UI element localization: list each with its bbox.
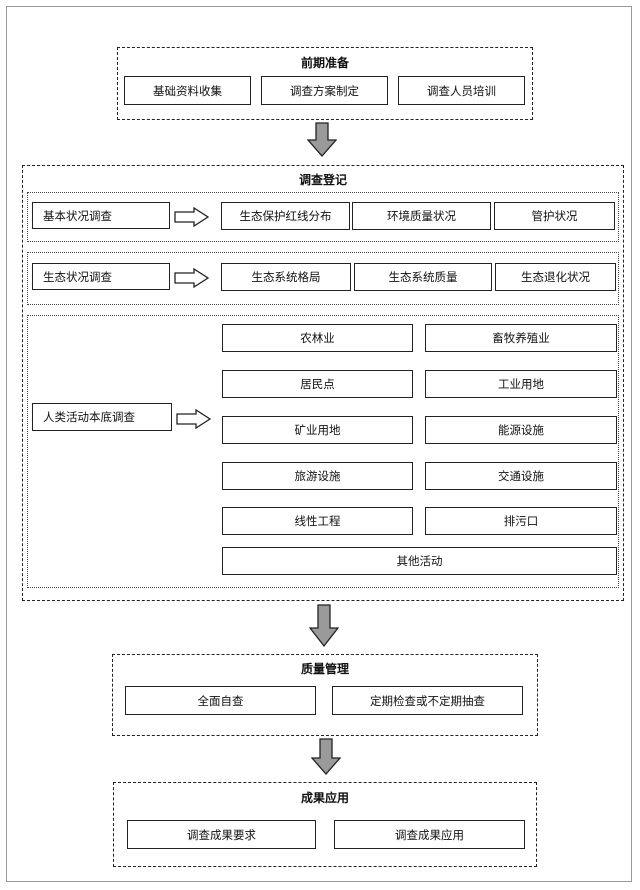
human-label: 人类活动本底调查 bbox=[32, 403, 172, 431]
human-item: 能源设施 bbox=[425, 416, 617, 444]
basic-item-2: 环境质量状况 bbox=[352, 202, 491, 230]
flow-arrow-down bbox=[307, 122, 337, 157]
eco-item-1: 生态系统格局 bbox=[221, 263, 351, 291]
human-item: 线性工程 bbox=[222, 507, 413, 535]
human-item: 旅游设施 bbox=[222, 462, 413, 490]
flow-arrow-right bbox=[174, 207, 210, 227]
stage-quality-title: 质量管理 bbox=[300, 662, 349, 676]
page-frame bbox=[6, 6, 632, 882]
basic-label: 基本状况调查 bbox=[32, 202, 170, 229]
basic-group bbox=[27, 192, 619, 242]
human-item: 排污口 bbox=[425, 507, 617, 535]
eco-group bbox=[27, 252, 619, 305]
eco-item-3: 生态退化状况 bbox=[495, 263, 616, 291]
human-item: 工业用地 bbox=[425, 370, 617, 398]
stage-results-title: 成果应用 bbox=[300, 791, 349, 805]
flow-arrow-right bbox=[176, 409, 212, 429]
quality-item-1: 全面自查 bbox=[125, 686, 316, 715]
human-group bbox=[27, 315, 619, 588]
stage-prep-title: 前期准备 bbox=[300, 56, 349, 70]
human-item-other: 其他活动 bbox=[222, 547, 617, 575]
human-item: 矿业用地 bbox=[222, 416, 413, 444]
prep-item-1: 基础资料收集 bbox=[124, 76, 251, 105]
human-item: 农林业 bbox=[222, 324, 413, 352]
flow-arrow-down bbox=[309, 604, 339, 648]
stage-prep: 前期准备 bbox=[117, 47, 533, 120]
prep-item-2: 调查方案制定 bbox=[261, 76, 388, 105]
eco-item-2: 生态系统质量 bbox=[354, 263, 492, 291]
flow-arrow-down bbox=[311, 738, 341, 775]
stage-results: 成果应用 bbox=[113, 782, 537, 867]
flow-arrow-right bbox=[174, 268, 210, 288]
basic-item-3: 管护状况 bbox=[494, 202, 615, 230]
results-item-2: 调查成果应用 bbox=[334, 820, 525, 849]
human-item: 交通设施 bbox=[425, 462, 617, 490]
eco-label: 生态状况调查 bbox=[32, 263, 170, 290]
stage-survey: 调查登记 bbox=[22, 165, 624, 601]
prep-item-3: 调查人员培训 bbox=[398, 76, 525, 105]
basic-item-1: 生态保护红线分布 bbox=[221, 202, 350, 230]
stage-quality: 质量管理 bbox=[112, 654, 538, 736]
results-item-1: 调查成果要求 bbox=[127, 820, 316, 849]
stage-survey-title: 调查登记 bbox=[298, 173, 347, 187]
quality-item-2: 定期检查或不定期抽查 bbox=[332, 686, 523, 715]
human-item: 居民点 bbox=[222, 370, 413, 398]
human-item: 畜牧养殖业 bbox=[425, 324, 617, 352]
